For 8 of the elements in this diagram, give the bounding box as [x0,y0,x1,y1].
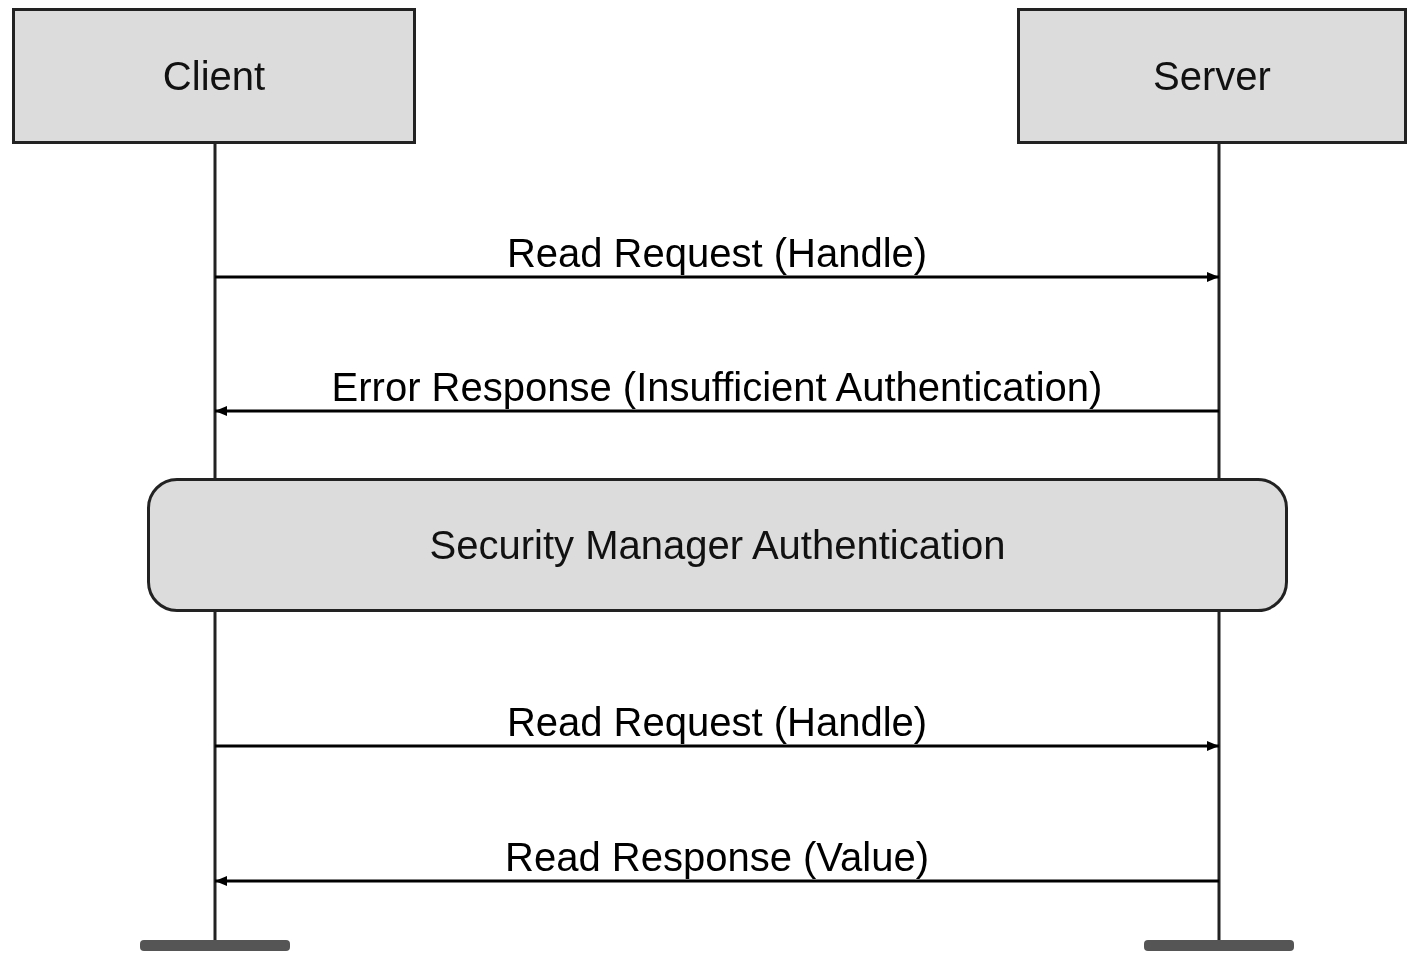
node-label: Server [1153,53,1271,99]
message-arrow [215,876,1219,886]
node-label: Client [162,53,266,99]
message-arrow [215,272,1219,282]
process-band [147,478,1288,612]
message-arrow [215,741,1219,751]
node-label: Security Manager Authentication [429,522,1006,568]
message-arrow [215,406,1219,416]
